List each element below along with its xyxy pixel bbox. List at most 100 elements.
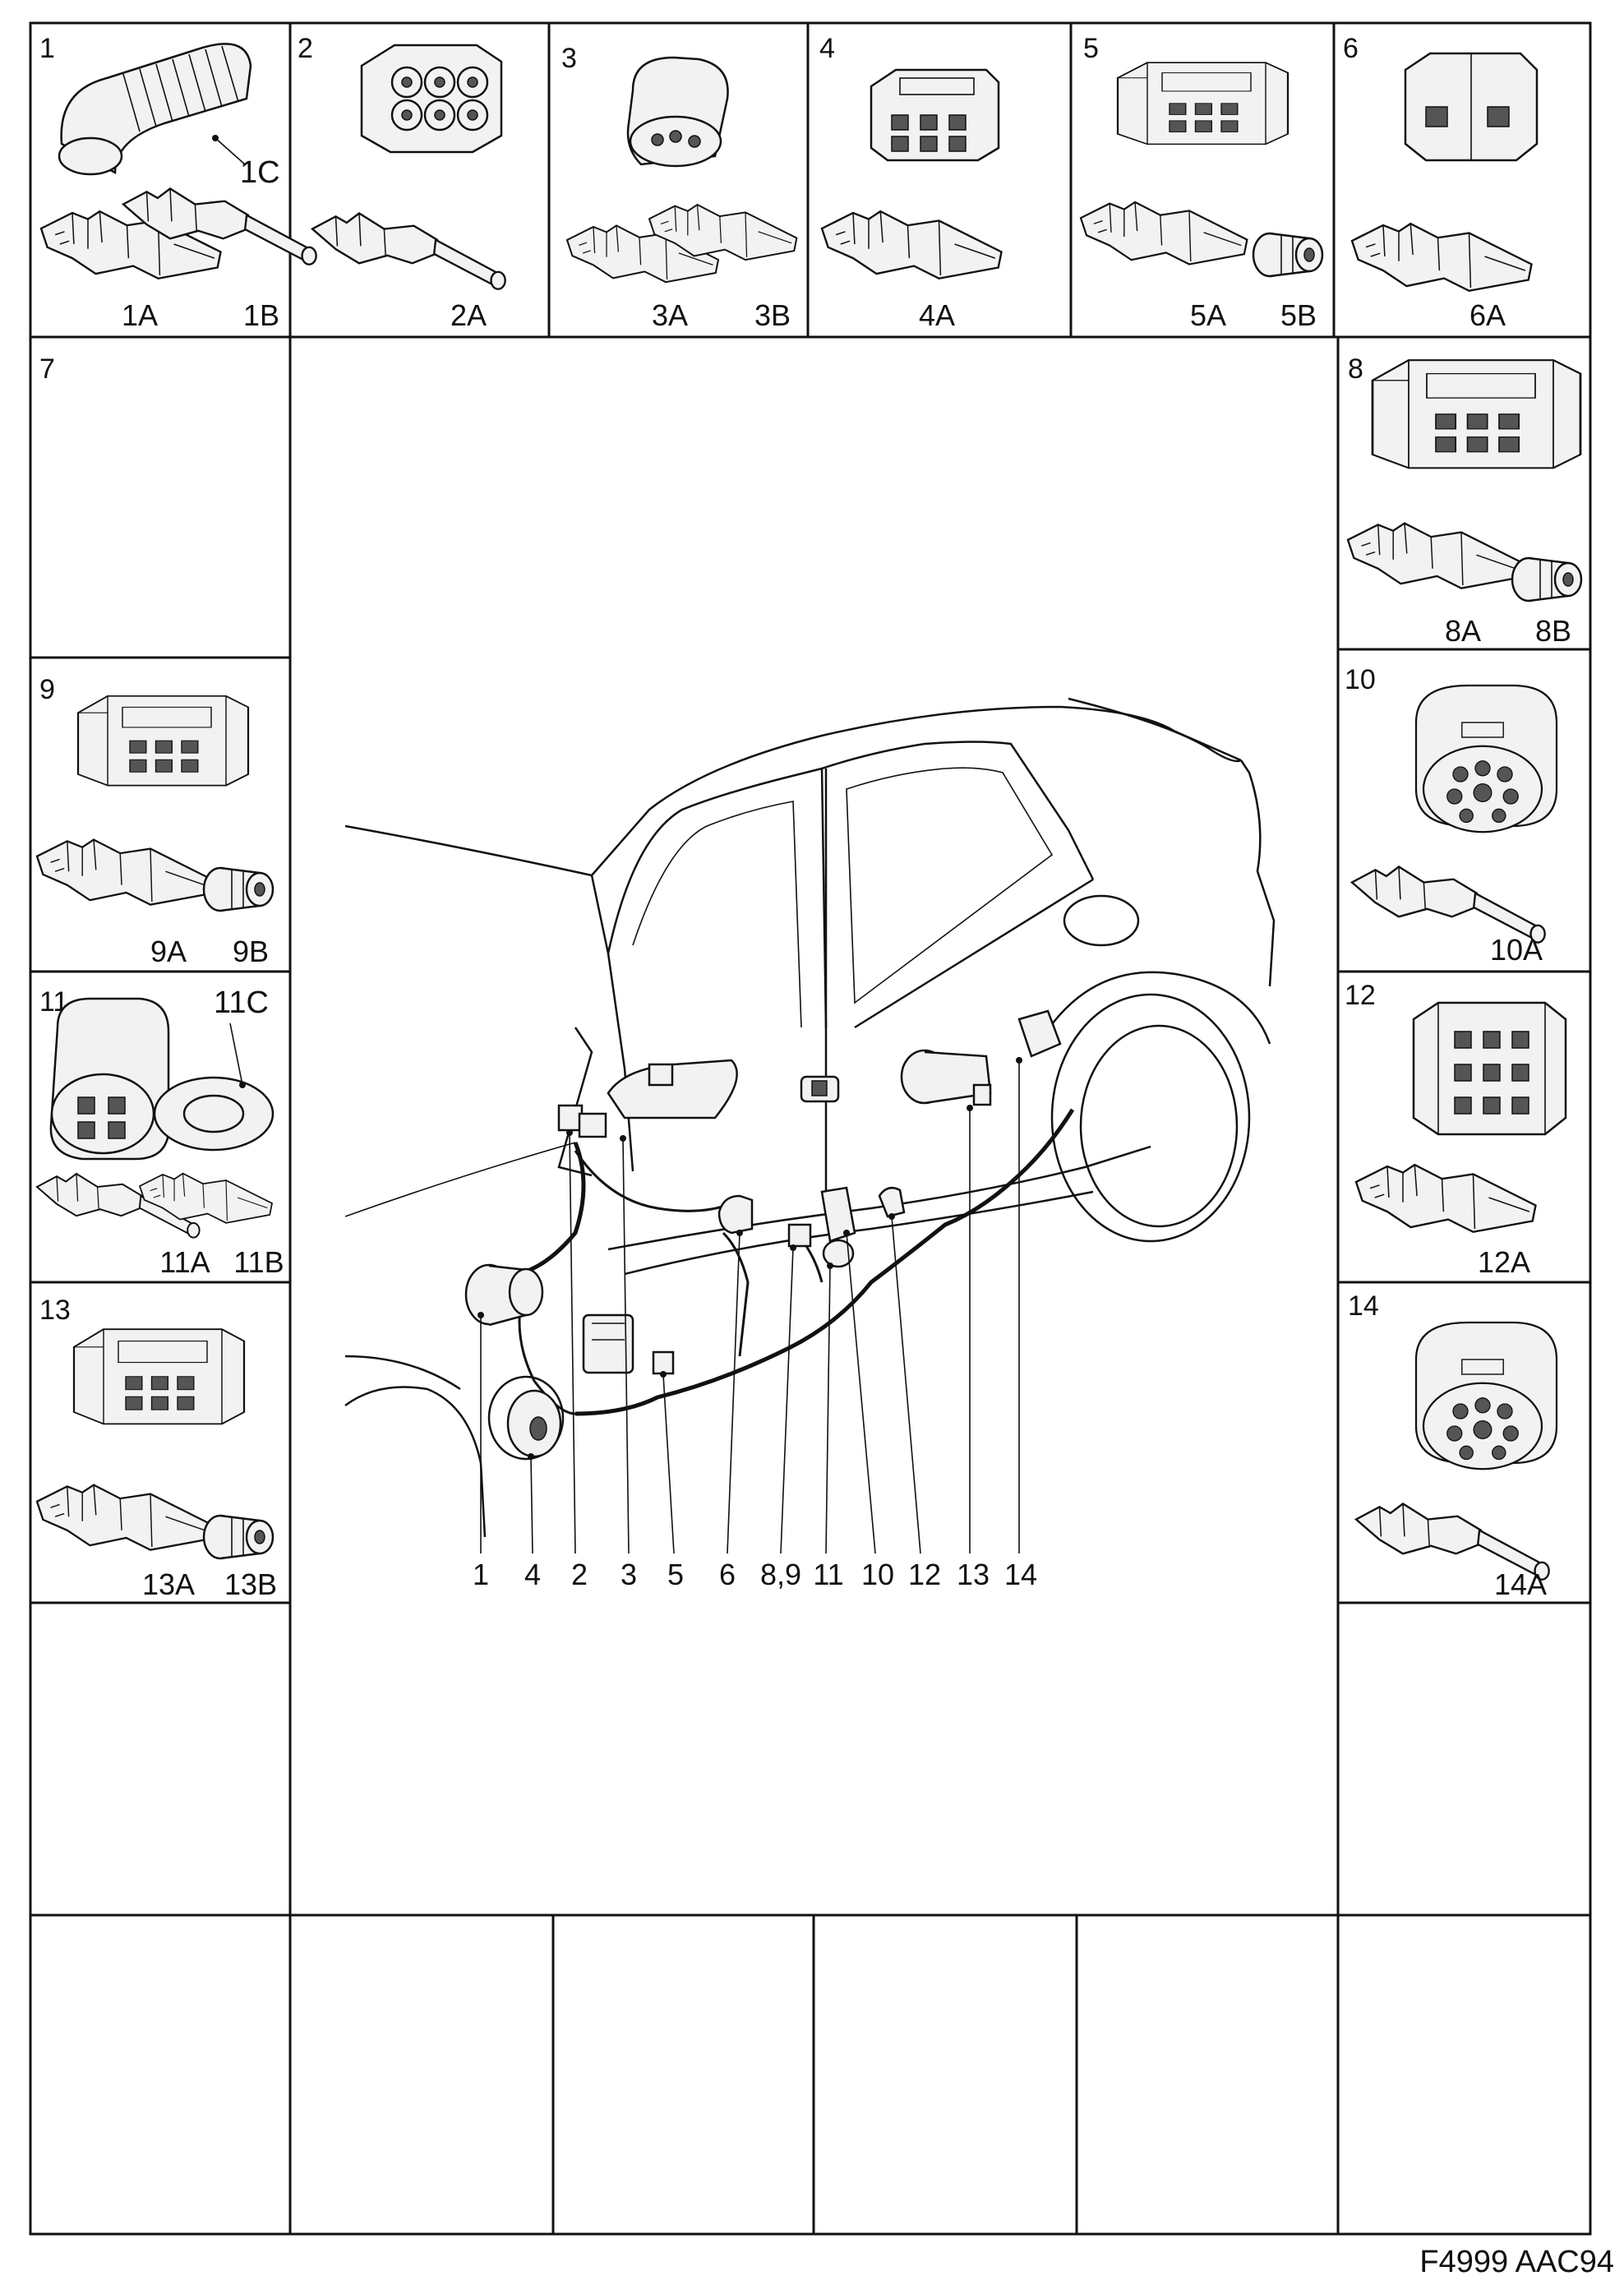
callout-8-9: 8,9 bbox=[760, 1558, 801, 1591]
speaker-4-icon bbox=[487, 1375, 565, 1461]
round-socket-housing bbox=[626, 56, 729, 168]
panel-11: 11 11C 11A 11B bbox=[35, 986, 284, 1279]
lock-motor-icon bbox=[582, 1313, 634, 1374]
connector-14-icon bbox=[1017, 1009, 1062, 1058]
grommet-11C-icon bbox=[153, 1076, 275, 1152]
terminal-12A-icon bbox=[1354, 1163, 1537, 1233]
part-3A-label: 3A bbox=[652, 298, 688, 332]
terminal-6A-icon bbox=[1350, 222, 1533, 292]
terminal-5A-icon bbox=[1079, 201, 1248, 265]
part-14A-label: 14A bbox=[1494, 1567, 1547, 1601]
connector-9-housing bbox=[76, 695, 250, 787]
two-way-socket-housing bbox=[1404, 52, 1539, 162]
nine-way-pin-housing bbox=[360, 44, 503, 154]
part-8A-label: 8A bbox=[1445, 614, 1481, 648]
panel-12: 12 12A bbox=[1345, 980, 1567, 1279]
callout-1: 1 bbox=[473, 1558, 489, 1591]
connector-3-icon bbox=[578, 1112, 607, 1138]
connector-5-housing bbox=[1116, 62, 1290, 145]
panel-13-number: 13 bbox=[39, 1295, 71, 1326]
switch-10-icon bbox=[820, 1186, 856, 1243]
connector-11-icon bbox=[822, 1239, 855, 1268]
callout-5: 5 bbox=[667, 1558, 684, 1591]
panel-14: 14 14A bbox=[1348, 1290, 1558, 1601]
connector-10-housing bbox=[1414, 684, 1558, 833]
vehicle-illustration bbox=[344, 697, 1276, 1554]
callout-3: 3 bbox=[621, 1558, 637, 1591]
seal-5B-icon bbox=[1252, 232, 1324, 278]
panel-3-number: 3 bbox=[561, 43, 577, 74]
part-13B-label: 13B bbox=[224, 1567, 277, 1601]
part-11B-label: 11B bbox=[233, 1245, 284, 1279]
connector-6-icon bbox=[717, 1194, 754, 1235]
panel-9-number: 9 bbox=[39, 674, 55, 705]
part-5B-label: 5B bbox=[1280, 298, 1317, 332]
callout-11: 11 bbox=[813, 1558, 843, 1591]
panel-5-number: 5 bbox=[1083, 33, 1099, 64]
part-1B-label: 1B bbox=[243, 298, 279, 332]
callout-2: 2 bbox=[571, 1558, 588, 1591]
terminal-4A-icon bbox=[820, 210, 1003, 279]
part-3B-label: 3B bbox=[754, 298, 791, 332]
connector-5-icon bbox=[652, 1350, 675, 1375]
connector-12-icon bbox=[878, 1186, 906, 1218]
callout-13: 13 bbox=[957, 1558, 990, 1591]
panel-9: 9 9A 9B bbox=[35, 674, 275, 968]
part-1C-label: 1C bbox=[240, 155, 280, 190]
panel-6: 6 6A bbox=[1343, 33, 1539, 332]
part-11C-label: 11C bbox=[214, 986, 269, 1020]
connector-8-housing bbox=[1371, 358, 1582, 469]
corrugated-conduit bbox=[58, 43, 252, 176]
connector-11-housing bbox=[49, 997, 170, 1161]
panel-2-number: 2 bbox=[298, 33, 313, 64]
part-9A-label: 9A bbox=[150, 935, 187, 968]
panel-14-number: 14 bbox=[1348, 1290, 1379, 1322]
part-8B-label: 8B bbox=[1535, 614, 1571, 648]
panel-5: 5 5A 5B bbox=[1079, 33, 1324, 332]
callout-12: 12 bbox=[908, 1558, 941, 1591]
part-2A-label: 2A bbox=[450, 298, 487, 332]
connector-12-housing bbox=[1412, 1001, 1567, 1136]
terminal-10A-icon bbox=[1350, 866, 1546, 944]
main-callouts: 1 4 2 3 5 6 8,9 11 10 12 13 14 bbox=[473, 1558, 1037, 1591]
terminal-9A-icon bbox=[35, 838, 212, 906]
terminal-13A-icon bbox=[35, 1484, 212, 1551]
connector-13-housing bbox=[72, 1328, 246, 1425]
seal-9B-icon bbox=[202, 866, 275, 912]
twelve-way-socket-housing bbox=[870, 68, 1000, 162]
panel-13: 13 13A 13B bbox=[35, 1295, 277, 1601]
part-9B-label: 9B bbox=[233, 935, 269, 968]
part-5A-label: 5A bbox=[1190, 298, 1226, 332]
panel-2: 2 2A bbox=[298, 33, 506, 332]
callout-6: 6 bbox=[719, 1558, 736, 1591]
callout-14: 14 bbox=[1004, 1558, 1037, 1591]
part-12A-label: 12A bbox=[1478, 1245, 1530, 1279]
connector-14-housing bbox=[1414, 1321, 1558, 1470]
part-1A-label: 1A bbox=[122, 298, 158, 332]
panel-10: 10 10A bbox=[1345, 664, 1558, 967]
panel-4-number: 4 bbox=[819, 33, 835, 64]
part-4A-label: 4A bbox=[919, 298, 955, 332]
panel-7-number: 7 bbox=[39, 353, 55, 385]
callout-10: 10 bbox=[861, 1558, 894, 1591]
panel-6-number: 6 bbox=[1343, 33, 1359, 64]
panel-1: 1 1C 1A 1B bbox=[39, 33, 317, 332]
panel-4: 4 4A bbox=[819, 33, 1003, 332]
panel-7: 7 bbox=[39, 353, 55, 385]
panel-3: 3 3A 3B bbox=[561, 43, 798, 332]
part-13A-label: 13A bbox=[142, 1567, 195, 1601]
mirror-connector-icon bbox=[648, 1063, 674, 1087]
panel-12-number: 12 bbox=[1345, 980, 1376, 1011]
callout-4: 4 bbox=[524, 1558, 541, 1591]
part-10A-label: 10A bbox=[1490, 933, 1543, 967]
connector-8-9-icon bbox=[787, 1223, 812, 1248]
terminal-2A-icon bbox=[311, 212, 506, 290]
panel-1-number: 1 bbox=[39, 33, 55, 64]
grommet-1-icon bbox=[464, 1263, 544, 1327]
panel-8: 8 8A 8B bbox=[1346, 353, 1583, 648]
panel-8-number: 8 bbox=[1348, 353, 1363, 385]
seal-8B-icon bbox=[1511, 556, 1583, 602]
seal-13B-icon bbox=[202, 1514, 275, 1560]
panel-10-number: 10 bbox=[1345, 664, 1376, 695]
